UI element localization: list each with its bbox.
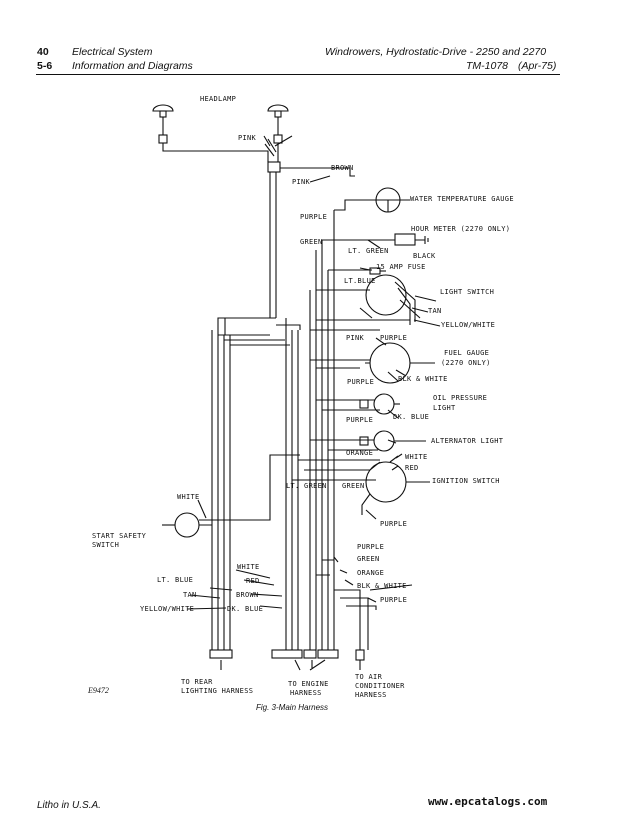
wiring-lines <box>152 104 441 671</box>
section-subtitle: Information and Diagrams <box>72 60 193 72</box>
manual-date: (Apr-75) <box>518 60 557 72</box>
engine-connector-right <box>317 649 339 659</box>
oil-pressure-light-icon <box>373 393 395 415</box>
label-blk-white-1: BLK & WHITE <box>398 375 448 383</box>
label-engine-2: HARNESS <box>290 689 322 697</box>
label-purple-2: PURPLE <box>380 334 407 342</box>
label-pink-connector: PINK <box>292 178 311 186</box>
label-fuel-gauge-1: FUEL GAUGE <box>444 349 489 357</box>
label-oil-pressure-1: OIL PRESSURE <box>433 394 487 402</box>
label-tan-2: TAN <box>183 591 197 599</box>
label-green-3: GREEN <box>357 555 380 563</box>
section-number: 5-6 <box>37 60 53 72</box>
label-pink-top: PINK <box>238 134 257 142</box>
label-lt-green-1: LT. GREEN <box>348 247 389 255</box>
label-start-safety-2: SWITCH <box>92 541 119 549</box>
label-green-1: GREEN <box>300 238 323 246</box>
ac-connector <box>355 649 365 661</box>
section-title: Electrical System <box>72 46 153 58</box>
left-headlamp-icon <box>152 104 174 112</box>
label-engine-1: TO ENGINE <box>288 680 329 688</box>
label-lt-blue-1: LT.BLUE <box>344 277 376 285</box>
figure-code: E9472 <box>87 686 109 695</box>
label-headlamp: HEADLAMP <box>200 95 236 103</box>
litho-footer: Litho in U.S.A. <box>37 800 101 811</box>
label-start-safety-1: START SAFETY <box>92 532 147 540</box>
label-orange-2: ORANGE <box>357 569 384 577</box>
label-light-switch: LIGHT SWITCH <box>440 288 494 296</box>
label-hour-meter: HOUR METER (2270 ONLY) <box>411 225 510 233</box>
label-alternator-light: ALTERNATOR LIGHT <box>431 437 504 445</box>
label-blk-white-2: BLK & WHITE <box>357 582 407 590</box>
label-orange-1: ORANGE <box>346 449 373 457</box>
label-red-2: RED <box>246 577 260 585</box>
label-white-3: WHITE <box>237 563 260 571</box>
label-brown-2: BROWN <box>236 591 259 599</box>
label-purple-1: PURPLE <box>300 213 327 221</box>
engine-connector-mid <box>303 649 317 659</box>
label-purple-3: PURPLE <box>347 378 374 386</box>
light-switch-icon <box>365 274 407 316</box>
label-tan-1: TAN <box>428 307 442 315</box>
label-purple-5: PURPLE <box>380 520 407 528</box>
figure-caption: Fig. 3-Main Harness <box>256 703 328 712</box>
label-green-2: GREEN <box>342 482 365 490</box>
label-yellow-white-1: YELLOW/WHITE <box>441 321 495 329</box>
label-fuse: 15 AMP FUSE <box>376 263 426 271</box>
label-lt-green-2: LT. GREEN <box>286 482 327 490</box>
manual-title: Windrowers, Hydrostatic-Drive - 2250 and… <box>325 46 547 58</box>
label-rear-2: LIGHTING HARNESS <box>181 687 253 695</box>
label-purple-7: PURPLE <box>380 596 407 604</box>
label-red-1: RED <box>405 464 419 472</box>
label-purple-4: PURPLE <box>346 416 373 424</box>
label-lt-blue-2: LT. BLUE <box>157 576 193 584</box>
label-white-1: WHITE <box>405 453 428 461</box>
rear-lighting-connector <box>209 649 233 659</box>
label-brown-top: BROWN <box>331 164 354 172</box>
diagram-labels: HEADLAMP PINK BROWN PINK WATER TEMPERATU… <box>87 95 514 712</box>
label-water-temp-gauge: WATER TEMPERATURE GAUGE <box>410 195 514 203</box>
label-pink-2: PINK <box>346 334 365 342</box>
label-oil-pressure-2: LIGHT <box>433 404 456 412</box>
engine-connector-left <box>271 649 303 659</box>
label-dk-blue-1: DK. BLUE <box>393 413 429 421</box>
manual-code: TM-1078 <box>466 60 509 72</box>
label-ac-3: HARNESS <box>355 691 387 699</box>
label-white-2: WHITE <box>177 493 200 501</box>
label-fuel-gauge-2: (2270 ONLY) <box>441 359 491 367</box>
label-black: BLACK <box>413 252 436 260</box>
label-yellow-white-2: YELLOW/WHITE <box>140 605 194 613</box>
label-purple-6: PURPLE <box>357 543 384 551</box>
label-dk-blue-2: DK. BLUE <box>227 605 263 613</box>
website-watermark: www.epcatalogs.com <box>428 795 548 808</box>
start-safety-switch-icon <box>174 512 200 538</box>
label-ignition-switch: IGNITION SWITCH <box>432 477 500 485</box>
hour-meter-icon <box>394 233 416 246</box>
label-rear-1: TO REAR <box>181 678 213 686</box>
page-number: 40 <box>37 46 49 58</box>
label-ac-1: TO AIR <box>355 673 383 681</box>
right-headlamp-icon <box>267 104 289 112</box>
header-rule <box>36 74 560 75</box>
label-ac-2: CONDITIONER <box>355 682 405 690</box>
